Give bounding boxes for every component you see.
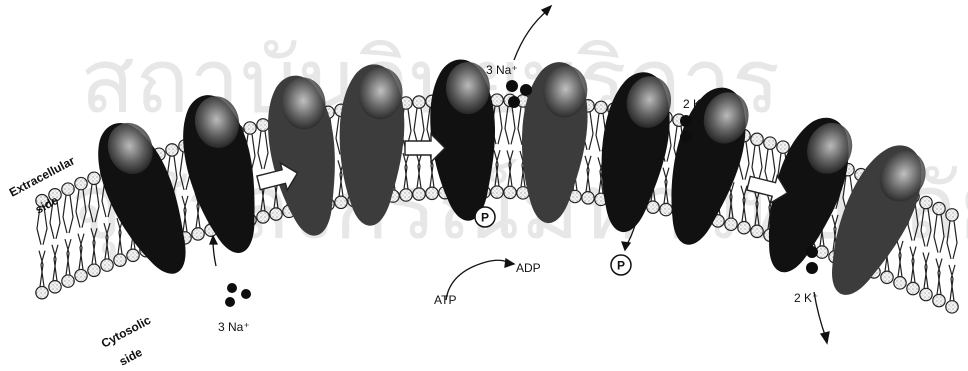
phosphate-released: P: [611, 255, 631, 275]
adp-label: ADP: [516, 261, 541, 275]
svg-text:Cytosolic: Cytosolic: [99, 313, 154, 351]
potassium-ions-cytosolic: [806, 246, 818, 274]
potassium-cytosolic-label: 2 K⁺: [794, 291, 818, 305]
sodium-ions-cytosolic: [225, 283, 251, 307]
phosphate-bound: P: [475, 207, 495, 227]
potassium-bound-label: 2 K⁺: [683, 97, 707, 111]
cytosolic-side-label: Cytosolic side: [99, 313, 154, 369]
svg-text:P: P: [481, 211, 489, 225]
atp-label: ATP: [434, 293, 456, 307]
sodium-extracellular-label: 3 Na⁺: [486, 63, 518, 77]
sodium-cytosolic-label: 3 Na⁺: [218, 320, 250, 334]
svg-text:P: P: [617, 259, 625, 273]
svg-text:side: side: [117, 345, 145, 369]
